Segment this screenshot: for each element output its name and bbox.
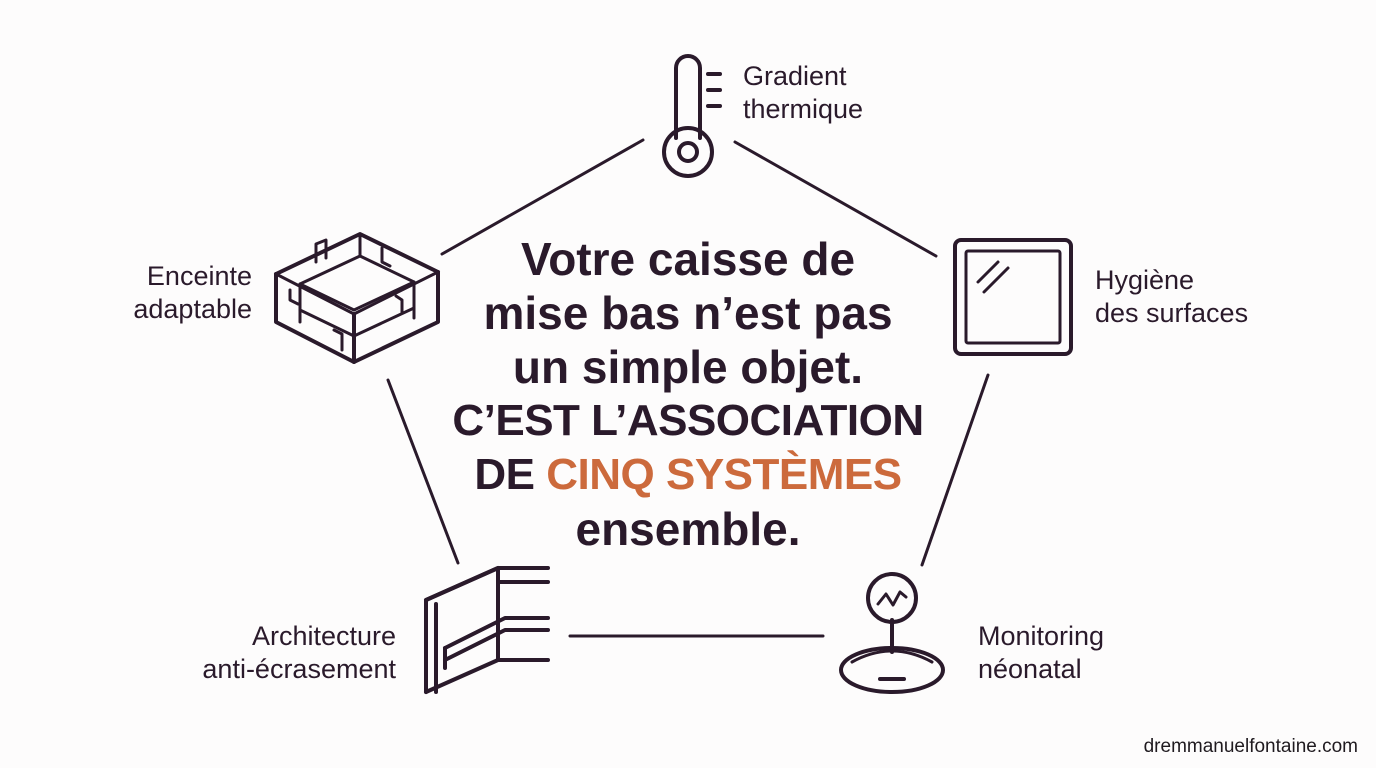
central-line-1: Votre caisse de	[520, 233, 856, 285]
central-line-3: un simple objet.	[512, 341, 864, 393]
node-monitoring-line1: Monitoring	[978, 621, 1105, 651]
central-line-6: ensemble.	[575, 503, 801, 555]
anti-crush-rail-icon	[424, 566, 550, 694]
sensor-monitor-icon	[839, 572, 945, 694]
central-line-4: C’EST L’ASSOCIATION	[452, 396, 924, 445]
central-line-5: DE CINQ SYSTÈMES	[418, 448, 958, 502]
central-line-5-accent: CINQ SYSTÈMES	[546, 450, 902, 499]
footer-site-url: dremmanuelfontaine.com	[1143, 736, 1358, 757]
edge-architecture-enclosure	[386, 378, 460, 565]
node-enclosure-line1: Enceinte	[146, 261, 252, 291]
node-label-monitoring: Monitoring néonatal	[978, 620, 1104, 686]
node-thermal-line2: thermique	[743, 94, 864, 124]
node-hygiene-line1: Hygiène	[1095, 265, 1195, 295]
edge-thermal-hygiene	[733, 140, 938, 258]
node-label-hygiene: Hygiène des surfaces	[1095, 264, 1248, 330]
edge-enclosure-thermal	[440, 138, 645, 256]
node-hygiene-line2: des surfaces	[1095, 298, 1249, 328]
modular-enclosure-icon	[274, 232, 440, 364]
node-architecture-line2: anti-écrasement	[202, 654, 396, 684]
node-thermal-line1: Gradient	[743, 61, 847, 91]
central-statement: Votre caisse de mise bas n’est pas un si…	[418, 232, 958, 556]
surface-panel-icon	[953, 238, 1073, 356]
node-label-enclosure: Enceinte adaptable	[133, 260, 252, 326]
node-enclosure-line2: adaptable	[133, 294, 252, 324]
node-architecture-line1: Architecture	[251, 621, 396, 651]
central-line-2: mise bas n’est pas	[483, 287, 893, 339]
edge-hygiene-monitoring	[920, 373, 990, 567]
node-label-architecture: Architecture anti-écrasement	[202, 620, 396, 686]
central-line-5-prefix: DE	[474, 450, 547, 499]
node-monitoring-line2: néonatal	[978, 654, 1082, 684]
node-label-thermal: Gradient thermique	[743, 60, 863, 126]
thermometer-icon	[662, 54, 722, 178]
